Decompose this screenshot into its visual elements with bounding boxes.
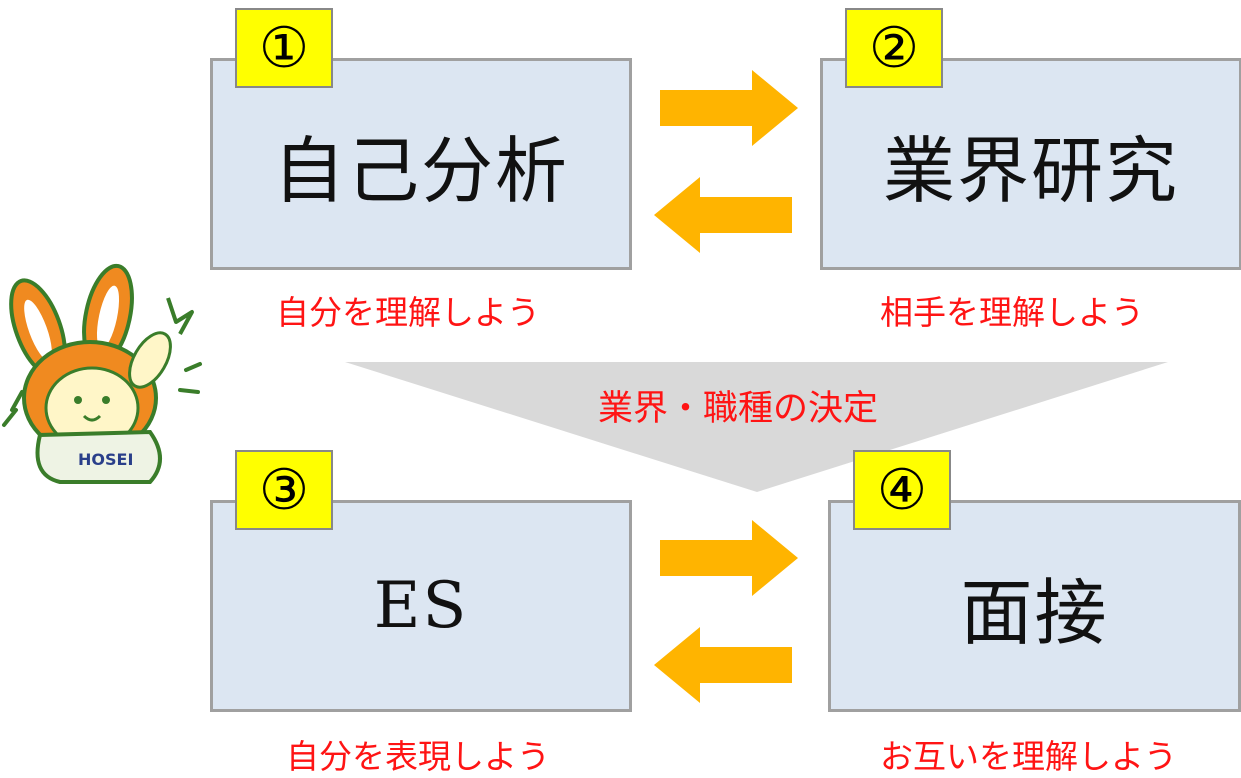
center-label: 業界・職種の決定	[598, 389, 879, 429]
step-3-label: ES	[373, 569, 469, 643]
arrow-right-icon	[660, 70, 798, 146]
arrow-right-icon	[660, 520, 798, 596]
step-1-label: 自己分析	[272, 128, 569, 213]
step-3-number: ③	[235, 450, 333, 530]
step-2-box: 業界研究	[820, 58, 1241, 270]
step-2-label: 業界研究	[882, 128, 1179, 213]
step-1-box: 自己分析	[210, 58, 632, 270]
step-4-number: ④	[853, 450, 951, 530]
step-3-box: ES	[210, 500, 632, 712]
step-4-label: 面接	[960, 570, 1109, 655]
step-1-number: ①	[235, 8, 333, 88]
mascot-badge-text: HOSEI	[78, 450, 133, 469]
step-3-caption: 自分を表現しよう	[286, 737, 550, 776]
arrow-left-icon	[654, 627, 792, 703]
rabbit-mascot-icon: HOSEI	[2, 263, 202, 484]
step-1-caption: 自分を理解しよう	[276, 293, 540, 332]
step-4-box: 面接	[828, 500, 1241, 712]
step-4-caption: お互いを理解しよう	[880, 737, 1177, 776]
arrow-left-icon	[654, 177, 792, 253]
step-2-number: ②	[845, 8, 943, 88]
step-2-caption: 相手を理解しよう	[880, 293, 1144, 332]
